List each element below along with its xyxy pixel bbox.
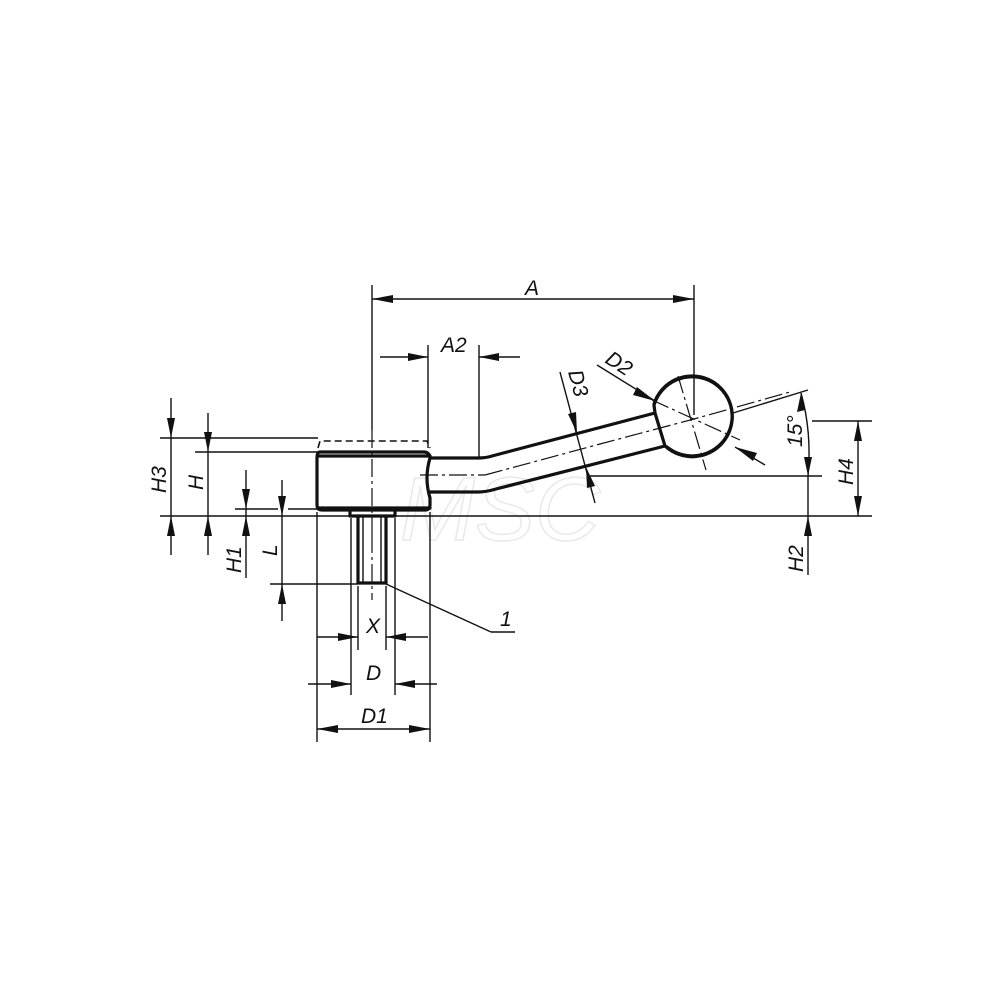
dimension-L: L [259,480,358,621]
label-H4: H4 [835,458,858,485]
callout-1: 1 [385,583,515,633]
dimension-H: H [185,413,318,555]
center-lines [371,375,791,600]
dimension-D1: D1 [317,705,430,733]
label-H3: H3 [148,466,171,493]
label-H2: H2 [785,545,808,572]
label-X: X [365,615,381,638]
label-H: H [185,474,208,490]
hub-body [315,440,432,512]
label-A: A [523,277,539,300]
dimension-H2: H2 [590,475,822,575]
ball-knob [652,374,734,459]
dimension-D3: D3 [559,367,596,504]
dimension-angle: 15° [732,389,812,477]
label-angle: 15° [784,415,807,447]
label-A2: A2 [439,334,467,357]
dimension-H1: H1 [223,470,318,578]
extension-lines [316,512,431,742]
dimension-A: A [371,277,695,430]
label-D: D [366,662,381,685]
dimension-A2: A2 [380,334,520,458]
dimension-H3: H3 [148,398,318,555]
watermark: MSC [400,460,601,560]
label-callout-1: 1 [500,608,512,631]
lever-arm [428,411,667,494]
threaded-stud [348,510,397,585]
label-L: L [259,544,282,556]
label-D1: D1 [361,705,388,728]
label-D2: D2 [601,347,636,381]
label-D3: D3 [563,367,592,399]
dimension-X: X [317,615,428,641]
dimension-H4: H4 [812,420,872,516]
label-H1: H1 [223,546,246,573]
dimension-D: D [308,662,437,688]
